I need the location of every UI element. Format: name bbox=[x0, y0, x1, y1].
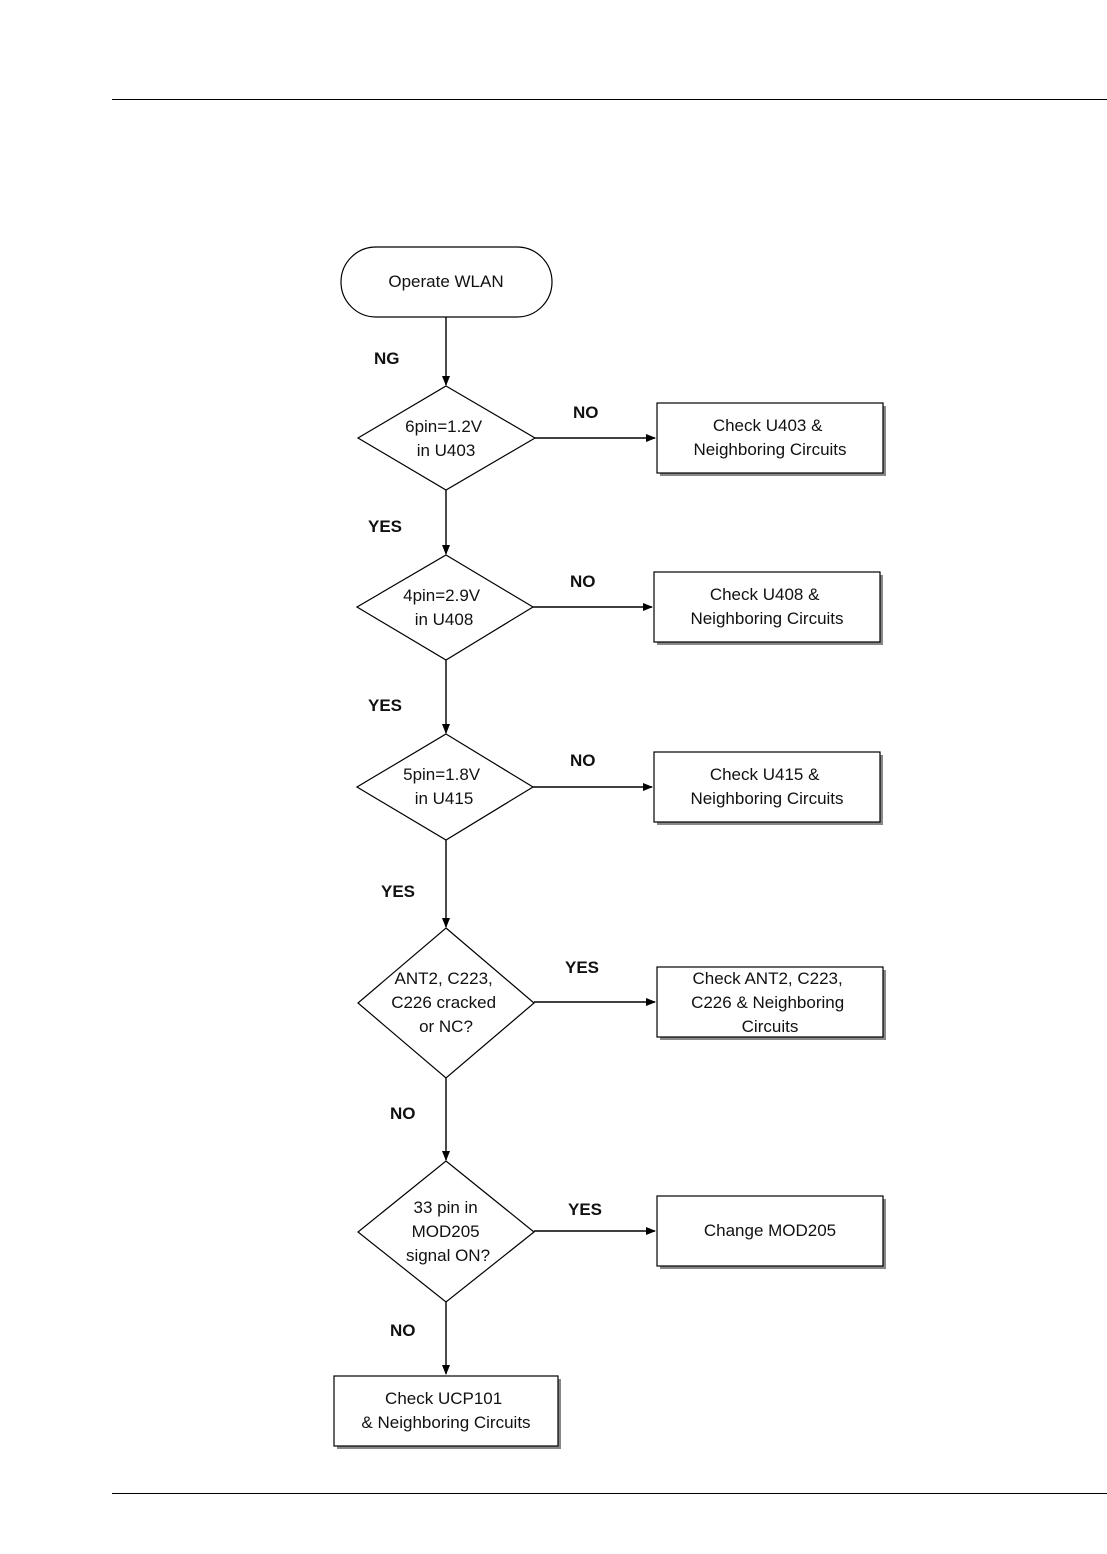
result-ant2-line-1: Check ANT2, C223, bbox=[693, 969, 843, 988]
result-u415-text: Check U415 & Neighboring Circuits bbox=[690, 765, 843, 808]
edge-label-start-d1: NG bbox=[374, 349, 400, 368]
decision-u415-line-1: 5pin=1.8V bbox=[403, 765, 481, 784]
decision-u403-line-1: 6pin=1.2V bbox=[405, 417, 483, 436]
decision-ant2-line-2: C226 cracked bbox=[391, 993, 496, 1012]
decision-mod205-text: 33 pin in MOD205 signal ON? bbox=[406, 1198, 490, 1265]
decision-u408-line-1: 4pin=2.9V bbox=[403, 586, 481, 605]
decision-mod205-line-1: 33 pin in bbox=[413, 1198, 477, 1217]
result-ucp101-line-2: & Neighboring Circuits bbox=[361, 1413, 530, 1432]
result-ucp101-text: Check UCP101 & Neighboring Circuits bbox=[361, 1389, 530, 1432]
edge-label-d4-r4: YES bbox=[565, 958, 599, 977]
decision-mod205-line-2: MOD205 bbox=[412, 1222, 480, 1241]
result-u408-text: Check U408 & Neighboring Circuits bbox=[690, 585, 843, 628]
result-u408-line-2: Neighboring Circuits bbox=[690, 609, 843, 628]
result-u415-line-1: Check U415 & bbox=[710, 765, 820, 784]
result-u403-line-2: Neighboring Circuits bbox=[693, 440, 846, 459]
edge-label-d3-r3: NO bbox=[570, 751, 596, 770]
edge-label-d1-r1: NO bbox=[573, 403, 599, 422]
result-u408: Check U408 & Neighboring Circuits bbox=[653, 571, 883, 645]
result-u415-line-2: Neighboring Circuits bbox=[690, 789, 843, 808]
decision-u403-line-2: in U403 bbox=[417, 441, 476, 460]
result-ucp101: Check UCP101 & Neighboring Circuits bbox=[333, 1375, 561, 1449]
edge-label-d3-d4: YES bbox=[381, 882, 415, 901]
result-ant2-line-2: C226 & Neighboring bbox=[691, 993, 844, 1012]
result-ucp101-line-1: Check UCP101 bbox=[385, 1389, 502, 1408]
decision-ant2: ANT2, C223, C226 cracked or NC? bbox=[357, 927, 535, 1079]
edge-label-d4-d5: NO bbox=[390, 1104, 416, 1123]
decision-ant2-line-1: ANT2, C223, bbox=[395, 969, 493, 988]
decision-ant2-line-3: or NC? bbox=[419, 1017, 473, 1036]
decision-mod205-line-3: signal ON? bbox=[406, 1246, 490, 1265]
result-ant2: Check ANT2, C223, C226 & Neighboring Cir… bbox=[656, 966, 886, 1040]
start-node-line-1: Operate WLAN bbox=[388, 272, 503, 291]
result-mod205-text: Change MOD205 bbox=[704, 1221, 836, 1240]
decision-u408-text: 4pin=2.9V in U408 bbox=[403, 586, 485, 629]
result-ant2-text: Check ANT2, C223, C226 & Neighboring Cir… bbox=[691, 969, 849, 1036]
result-mod205-line-1: Change MOD205 bbox=[704, 1221, 836, 1240]
decision-ant2-text: ANT2, C223, C226 cracked or NC? bbox=[391, 969, 501, 1036]
footer-rule bbox=[112, 1493, 1107, 1494]
edge-label-d1-d2: YES bbox=[368, 517, 402, 536]
edges bbox=[442, 317, 656, 1375]
start-node-text: Operate WLAN bbox=[388, 272, 503, 291]
result-u408-line-1: Check U408 & bbox=[710, 585, 820, 604]
edge-label-d5-end: NO bbox=[390, 1321, 416, 1340]
result-u403: Check U403 & Neighboring Circuits bbox=[656, 402, 886, 476]
decision-u415-text: 5pin=1.8V in U415 bbox=[403, 765, 485, 808]
edge-label-d5-r5: YES bbox=[568, 1200, 602, 1219]
header-rule bbox=[112, 99, 1107, 100]
edge-label-d2-d3: YES bbox=[368, 696, 402, 715]
decision-u403-text: 6pin=1.2V in U403 bbox=[405, 417, 487, 460]
result-u403-line-1: Check U403 & bbox=[713, 416, 823, 435]
decision-u408-line-2: in U408 bbox=[415, 610, 474, 629]
result-mod205: Change MOD205 bbox=[656, 1195, 886, 1269]
decision-u415: 5pin=1.8V in U415 bbox=[355, 733, 535, 841]
edge-labels: NG NO YES NO YES NO YES YES NO YES NO bbox=[368, 349, 602, 1340]
result-u403-text: Check U403 & Neighboring Circuits bbox=[693, 416, 846, 459]
decision-u415-line-2: in U415 bbox=[415, 789, 474, 808]
start-node: Operate WLAN bbox=[340, 246, 553, 318]
result-u415: Check U415 & Neighboring Circuits bbox=[653, 751, 883, 825]
result-ant2-line-3: Circuits bbox=[742, 1017, 799, 1036]
decision-mod205: 33 pin in MOD205 signal ON? bbox=[357, 1160, 535, 1303]
edge-label-d2-r2: NO bbox=[570, 572, 596, 591]
decision-u403: 6pin=1.2V in U403 bbox=[356, 385, 537, 491]
decision-u408: 4pin=2.9V in U408 bbox=[355, 554, 535, 661]
